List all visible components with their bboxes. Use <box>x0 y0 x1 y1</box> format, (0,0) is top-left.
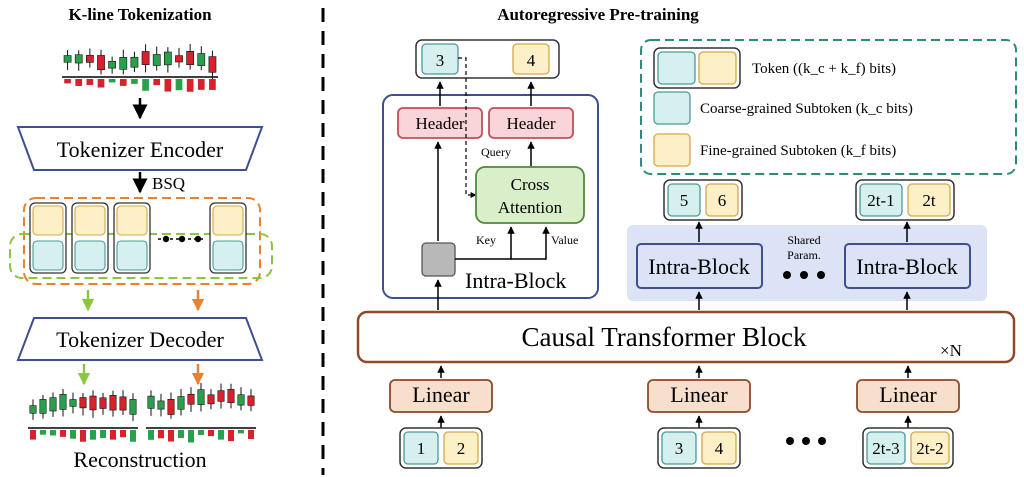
predicted-token-last-fine-value: 2t <box>922 191 936 210</box>
left-panel-title: K-line Tokenization <box>68 5 212 24</box>
legend-coarse-swatch <box>653 91 691 125</box>
legend-token-coarse-part <box>657 51 696 85</box>
hidden-state-node <box>421 242 456 277</box>
legend-fine-label: Fine-grained Subtoken (k_f bits) <box>700 143 896 159</box>
input-token-1-fine-value: 2 <box>457 439 466 458</box>
cross-attention-line-2: Attention <box>498 198 563 217</box>
intra-block-ellipsis <box>783 271 825 279</box>
output-coarse-value: 3 <box>436 51 445 70</box>
legend-fine-swatch <box>653 133 691 167</box>
predicted-token-last-coarse <box>859 183 903 217</box>
predicted-token-row: 5 6 2t-1 2t <box>663 179 955 221</box>
value-arrow <box>511 226 550 260</box>
cross-attention-box <box>475 166 585 224</box>
coarse-header-box <box>397 107 483 139</box>
reconstruction-label: Reconstruction <box>73 447 206 472</box>
shared-param-line-2: Param. <box>787 248 821 262</box>
input-token-3-fine <box>910 431 950 465</box>
fine-header-box <box>488 107 574 139</box>
input-token-3-coarse <box>866 431 906 465</box>
input-token-2-coarse <box>661 431 697 465</box>
right-panel-title: Autoregressive Pre-training <box>497 5 699 24</box>
tokenizer-decoder-box <box>16 317 264 361</box>
causal-transformer-block <box>356 310 1016 364</box>
legend-token-fine-part <box>698 51 737 85</box>
linear-label-2: Linear <box>670 382 728 407</box>
coarse-token-feedback-arrow <box>458 57 477 198</box>
input-token-2-fine-value: 4 <box>715 439 724 458</box>
predicted-token-last-fine <box>907 183 951 217</box>
tokenizer-encoder-box <box>16 126 264 171</box>
input-token-2-fine <box>701 431 737 465</box>
linear-label-3: Linear <box>879 382 937 407</box>
input-token-1-coarse-value: 1 <box>417 439 426 458</box>
tokenizer-encoder-label: Tokenizer Encoder <box>57 137 224 162</box>
shared-param-line-1: Shared <box>787 233 820 247</box>
coarse-reconstruction-chart <box>28 388 138 442</box>
input-ellipsis <box>786 437 826 445</box>
causal-transformer-label: Causal Transformer Block <box>522 322 807 352</box>
predicted-token-first-fine <box>705 183 739 217</box>
legend-token-label: Token ((k_c + k_f) bits) <box>752 61 896 77</box>
bsq-label: BSQ <box>152 174 185 193</box>
intra-block-first <box>636 243 763 289</box>
intra-block-last-label: Intra-Block <box>856 254 957 279</box>
intra-block-detail-label: Intra-Block <box>465 268 566 293</box>
output-fine-subtoken <box>512 43 550 75</box>
intra-block-first-label: Intra-Block <box>648 254 749 279</box>
value-label: Value <box>551 233 578 247</box>
output-fine-value: 4 <box>527 51 536 70</box>
input-token-3-coarse-value: 2t-3 <box>872 439 899 458</box>
intra-block-last <box>844 243 971 289</box>
predicted-token-first-coarse <box>667 183 701 217</box>
cross-attention-line-1: Cross <box>511 175 550 194</box>
output-coarse-subtoken <box>421 43 459 75</box>
linear-block-1 <box>389 379 493 413</box>
fine-reconstruction-chart <box>146 382 256 443</box>
predicted-token-last-coarse-value: 2t-1 <box>867 191 894 210</box>
input-token-2-coarse-value: 3 <box>675 439 684 458</box>
linear-label-1: Linear <box>412 382 470 407</box>
fine-header-label: Header <box>506 114 555 133</box>
token-group-orange <box>23 197 261 285</box>
input-token-1-fine <box>443 431 479 465</box>
linear-block-2 <box>647 379 751 413</box>
predicted-token-first-coarse-value: 5 <box>680 191 689 210</box>
legend-coarse-label: Coarse-grained Subtoken (k_c bits) <box>700 101 913 117</box>
linear-block-3 <box>856 379 960 413</box>
query-label: Query <box>481 145 511 159</box>
token-ellipsis <box>158 235 205 243</box>
coarse-header-label: Header <box>415 114 464 133</box>
key-label: Key <box>476 233 496 247</box>
tokenizer-decoder-label: Tokenizer Decoder <box>56 327 224 352</box>
bsq-token-stack <box>29 202 247 274</box>
input-columns: Linear 1 2 Linear 3 4 Linear 2t-3 2t-2 <box>389 365 960 469</box>
input-token-3-fine-value: 2t-2 <box>916 439 943 458</box>
input-token-1-coarse <box>403 431 439 465</box>
repeat-n-label: ×N <box>940 341 962 360</box>
predicted-token-first-fine-value: 6 <box>718 191 727 210</box>
input-kline-chart <box>62 43 218 92</box>
